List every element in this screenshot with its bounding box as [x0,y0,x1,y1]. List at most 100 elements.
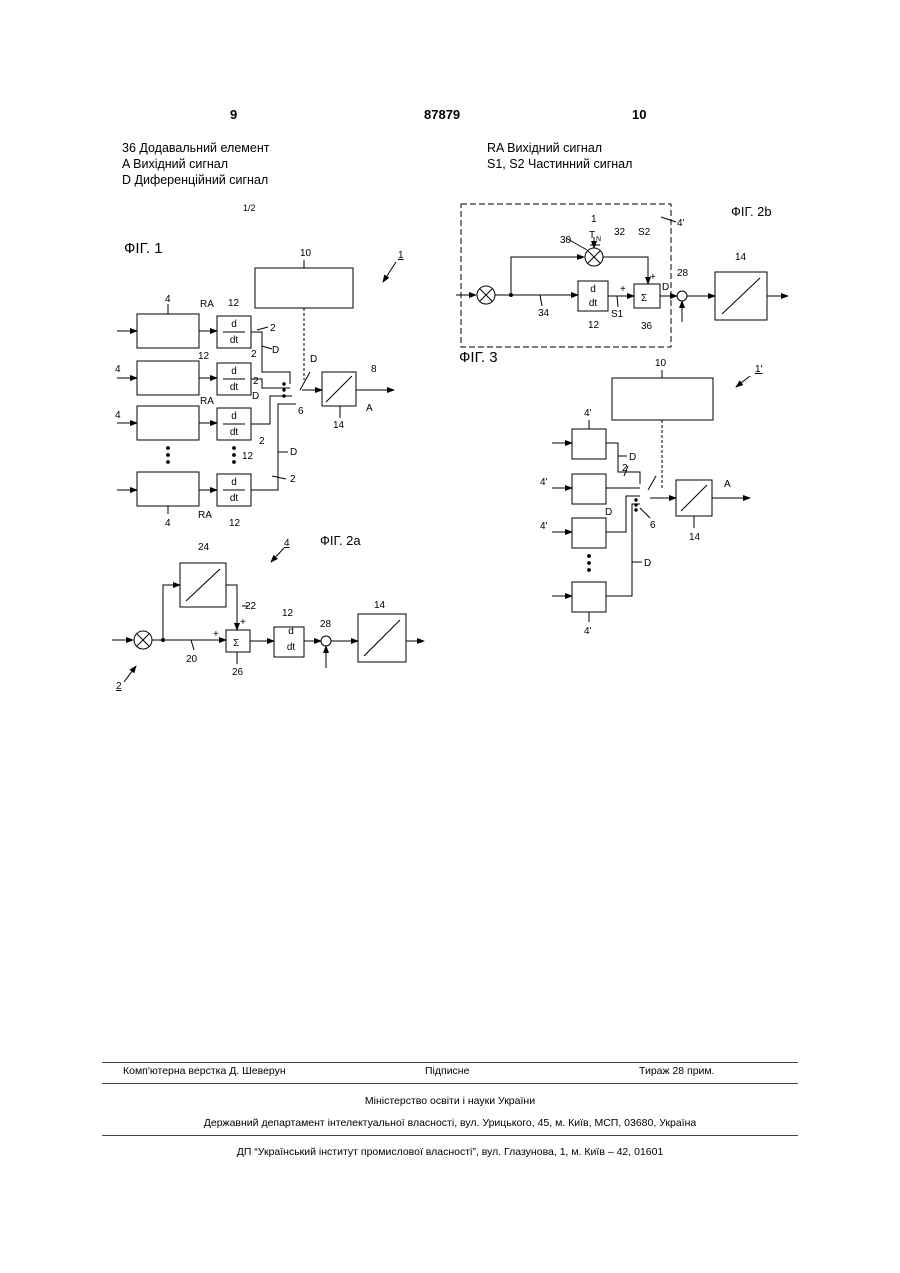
ref-label: 4' [677,218,685,229]
derivative-label: d [590,284,596,295]
footer-department: Державний департамент інтелектуальної вл… [0,1117,900,1129]
ref-label: 24 [198,542,210,553]
ref-label: 4' [540,521,548,532]
ref-label: 12 [242,451,254,462]
ref-label: 2 [270,323,276,334]
ref-label: 12 [198,351,210,362]
ref-label: D [252,391,259,402]
node-circle [321,636,331,646]
unit-box [137,472,199,506]
ref-label: 8 [371,364,377,375]
figure-title: ФІГ. 2b [731,204,772,219]
derivative-label: dt [230,382,239,393]
ref-label: D [644,558,651,569]
ref-label: S2 [638,227,651,238]
derivative-label: d [231,477,237,488]
ref-label: + [240,617,246,628]
ref-label: 36 [641,321,653,332]
ref-label: 28 [320,619,332,630]
unit-box [137,406,199,440]
ref-label: D [629,452,636,463]
ref-label: 4 [284,538,290,549]
ref-label: 12 [228,298,240,309]
ref-label: 10 [655,358,667,369]
ref-label: 2 [259,436,265,447]
unit-box [137,361,199,395]
ref-label: 14 [333,420,345,431]
ref-label: 2 [116,681,122,692]
ref-label: 1' [755,364,763,375]
ref-label: A [724,479,731,490]
figure-title: ФІГ. 2a [320,533,361,548]
ref-label: + [620,284,626,295]
footer-institute: ДП “Український інститут промислової вла… [0,1146,900,1158]
ref-label: 4' [584,408,592,419]
footer-circulation: Тираж 28 прим. [639,1065,715,1077]
unit-box [572,582,606,612]
ref-label: 6 [298,406,304,417]
ref-label: 4 [165,294,171,305]
derivative-label: dt [230,335,239,346]
ref-label: 12 [282,608,294,619]
footer-divider [102,1135,798,1136]
derivative-label: d [231,411,237,422]
ref-label: D [272,345,279,356]
figure-title: ФІГ. 3 [459,349,498,366]
ref-label: 1 [591,214,597,225]
ref-label: D [605,507,612,518]
figure-3 [552,370,750,622]
ref-label: RA [198,510,212,521]
ref-label: 2 [622,463,628,474]
figure-1 [117,260,396,514]
ref-label: RA [200,396,214,407]
ref-label: 12 [588,320,600,331]
node-circle [677,291,687,301]
ref-label: T [589,230,595,241]
ref-label: + [213,629,219,640]
ref-label: 1 [398,250,404,261]
ref-label: S1 [611,309,624,320]
footer-ministry: Міністерство освіти і науки України [0,1095,900,1107]
footer-typeset: Комп'ютерна верстка Д. Шеверун [123,1065,286,1077]
ref-label: 4 [165,518,171,529]
ref-label: 2 [290,474,296,485]
figure-title: ФІГ. 1 [124,240,163,257]
ref-label: N [596,236,601,243]
ref-label: RA [200,299,214,310]
ref-label: 14 [374,600,386,611]
footer-divider [102,1062,798,1063]
unit-box [572,429,606,459]
ref-label: 32 [614,227,626,238]
ref-label: 12 [229,518,241,529]
ref-label: D [290,447,297,458]
derivative-label: dt [589,298,598,309]
figure-2a [112,548,424,682]
footer-divider [102,1083,798,1084]
derivative-label: dt [230,427,239,438]
ref-label: 4 [115,410,121,421]
unit-box [572,518,606,548]
sheet-label: 1/2 [243,203,256,213]
derivative-label: d [231,366,237,377]
control-unit-box [612,378,713,420]
derivative-label: dt [230,493,239,504]
control-unit-box [255,268,353,308]
ref-label: 22 [245,601,257,612]
figure-2b [456,204,788,347]
ref-label: 28 [677,268,689,279]
dashed-boundary [461,204,671,347]
ref-label: 4 [115,364,121,375]
ref-label: 26 [232,667,244,678]
ref-label: 4' [584,626,592,637]
unit-box [572,474,606,504]
derivative-label: d [231,319,237,330]
ref-label: 30 [560,235,572,246]
ref-label: D [662,282,669,293]
derivative-label: d [288,626,294,637]
ref-label: 4' [540,477,548,488]
sigma-label: Σ [233,638,239,649]
ref-label: A [366,403,373,414]
unit-box [137,314,199,348]
ref-label: 20 [186,654,198,665]
footer-signed: Підписне [425,1065,469,1077]
